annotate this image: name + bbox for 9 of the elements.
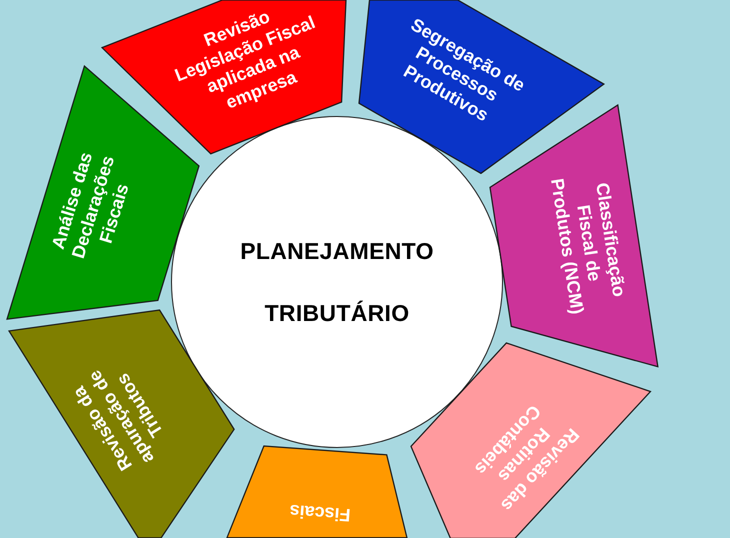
diagram-segment <box>411 342 651 538</box>
segment-label: Classificação Fiscal de Produtos (NCM) <box>546 176 630 318</box>
diagram-segment <box>102 0 346 154</box>
segment-label: Fiscais <box>288 500 353 528</box>
center-title: PLANEJAMENTO TRIBUTÁRIO <box>239 237 435 328</box>
diagram-segment <box>490 105 658 367</box>
diagram-segment <box>8 310 234 538</box>
diagram-segment <box>226 446 407 538</box>
diagram-segment <box>358 0 604 174</box>
